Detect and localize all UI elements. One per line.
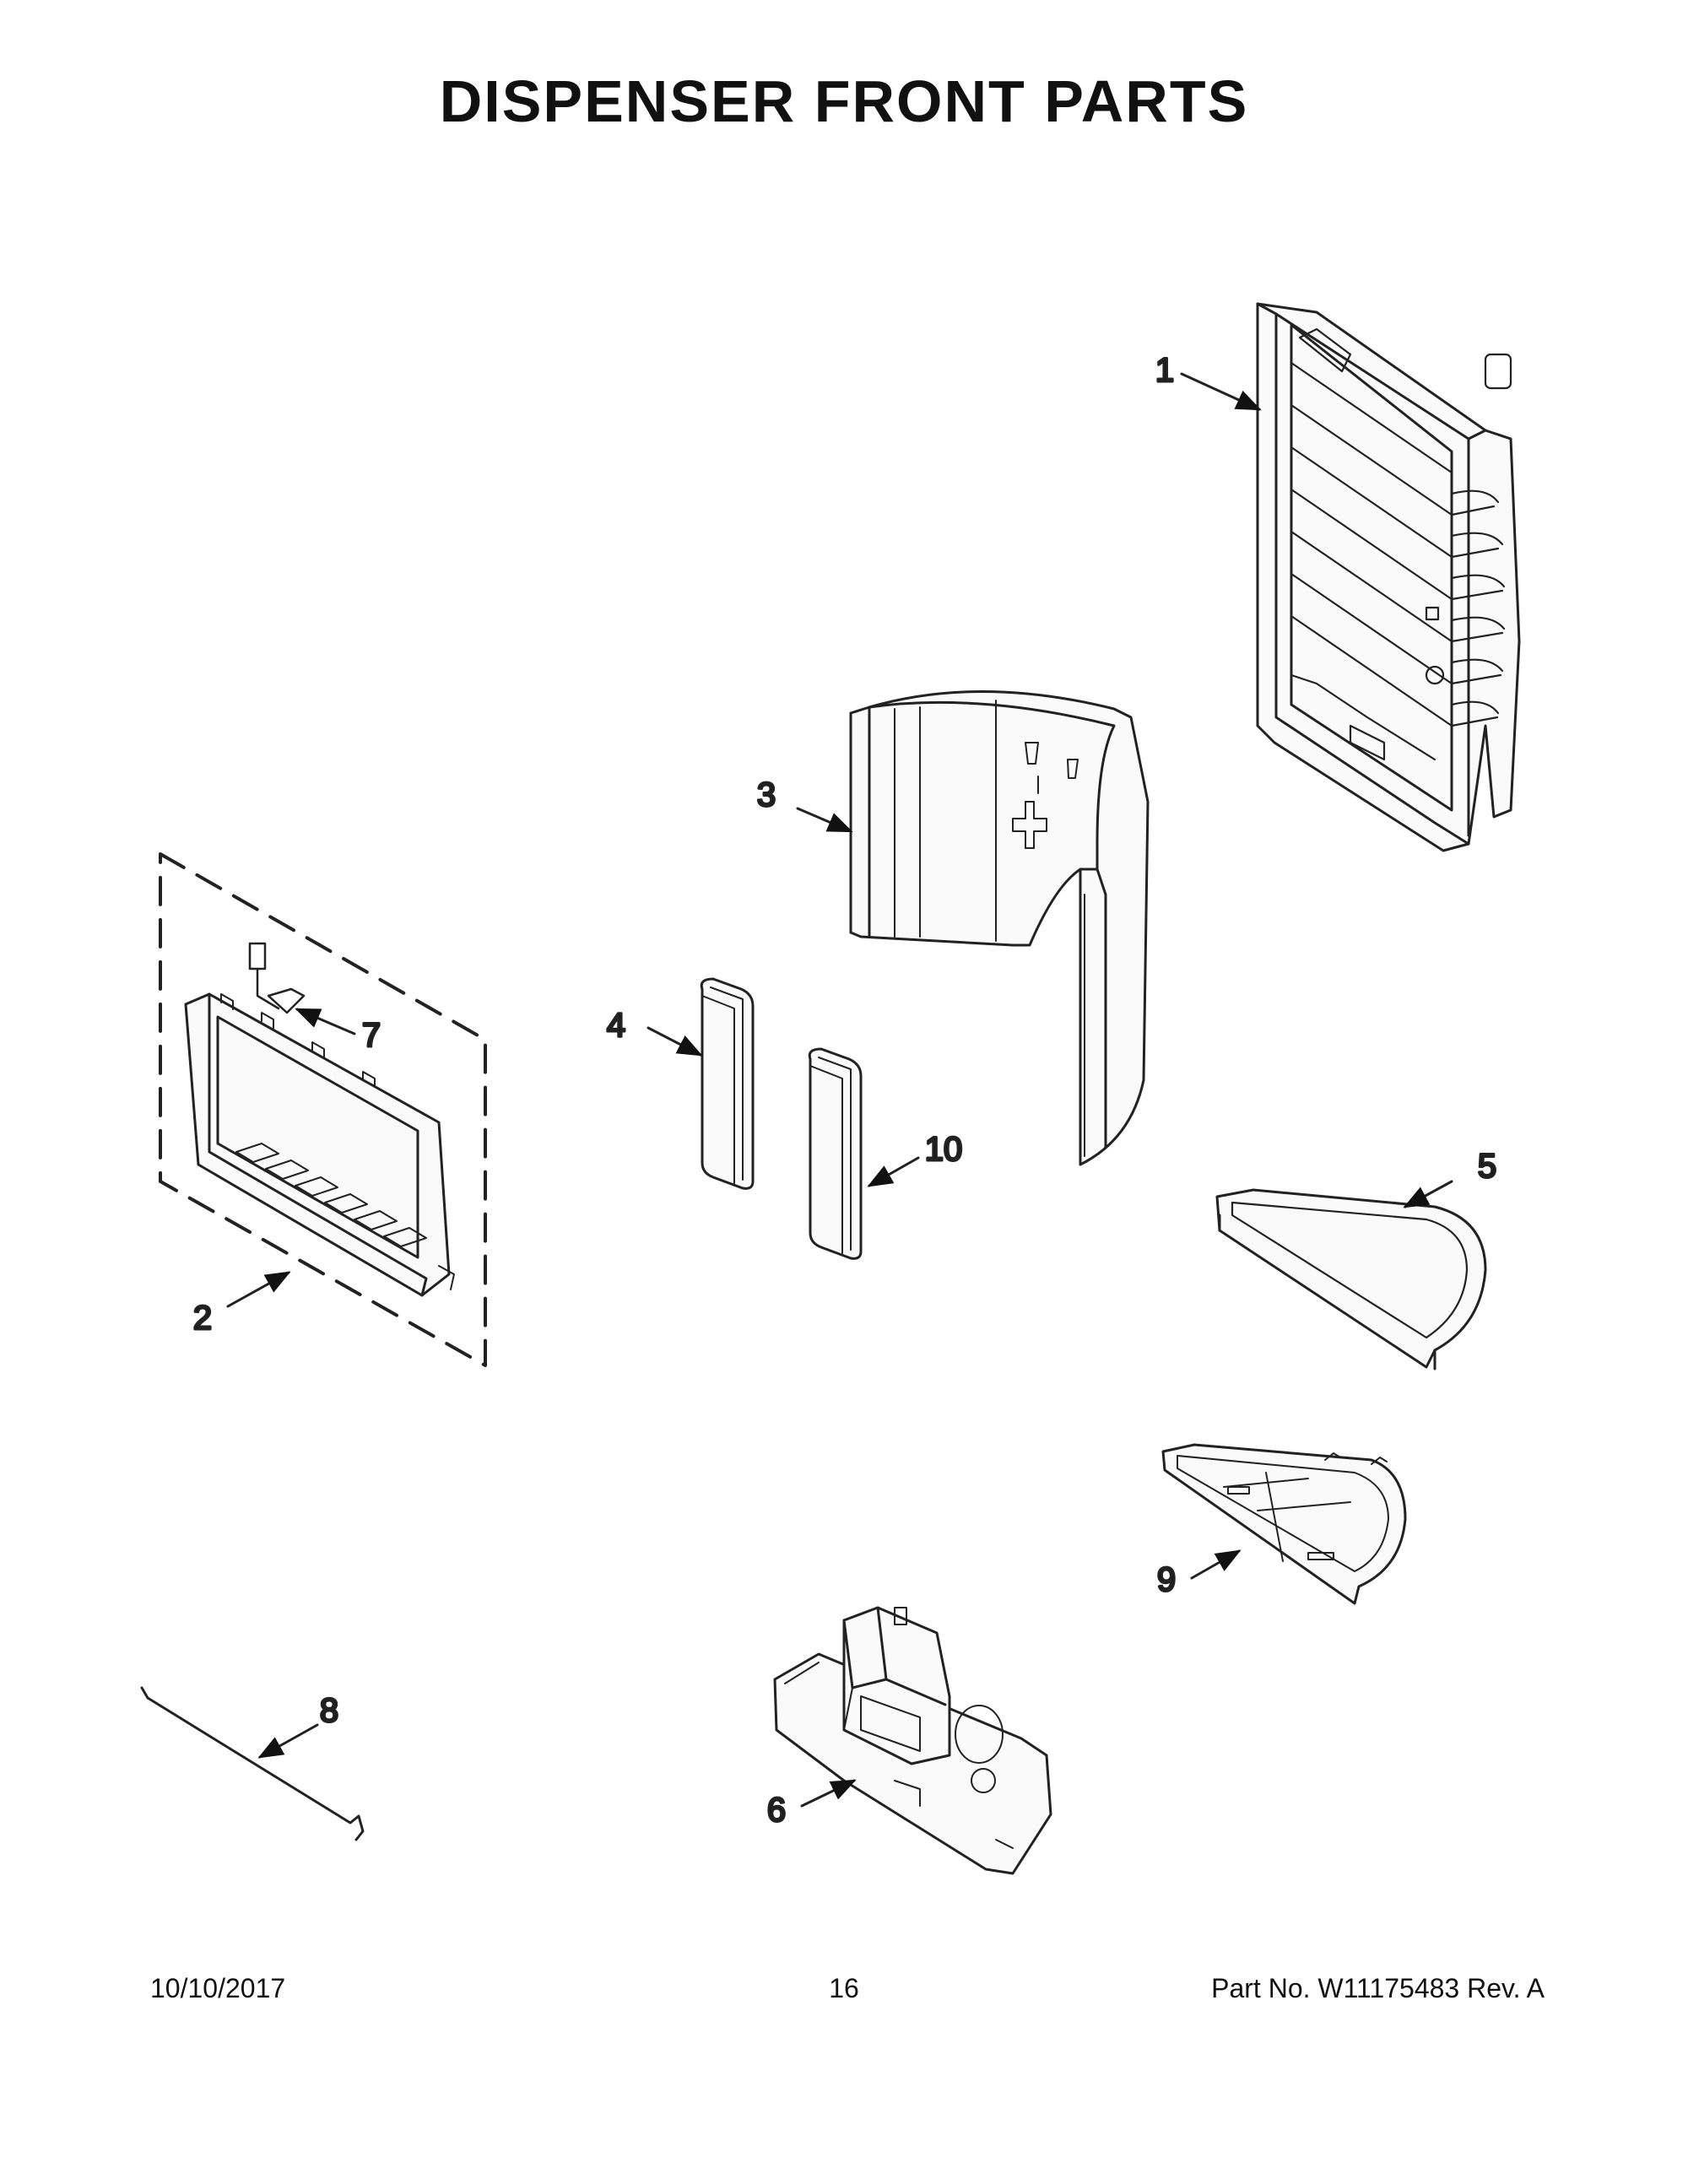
callout-1: 1 [1155, 352, 1174, 389]
leader-line-1 [1180, 372, 1262, 411]
callout-6: 6 [767, 1792, 786, 1829]
callout-10: 10 [925, 1131, 963, 1168]
callout-5: 5 [1478, 1148, 1496, 1185]
leader-line-2 [226, 1271, 291, 1308]
part-5-drip-tray [1215, 1188, 1487, 1370]
leader-line-9 [1190, 1549, 1242, 1580]
leader-line-3 [796, 807, 853, 833]
footer-page-number: 16 [829, 1973, 859, 2003]
leader-line-7 [295, 1008, 356, 1035]
leader-line-10 [867, 1156, 920, 1187]
part-2-control-panel [184, 992, 455, 1297]
part-9-grille [1161, 1443, 1407, 1605]
callout-8: 8 [320, 1692, 338, 1729]
part-10-pad [808, 1047, 863, 1260]
part-3-liner [849, 690, 1150, 1166]
leader-line-5 [1403, 1180, 1453, 1208]
page-title: DISPENSER FRONT PARTS [439, 68, 1249, 134]
callout-9: 9 [1157, 1561, 1176, 1598]
callout-3: 3 [757, 776, 776, 814]
part-2-7-assembly-box [159, 852, 487, 1367]
part-6-actuator-assembly [773, 1606, 1052, 1875]
callout-4: 4 [607, 1007, 625, 1044]
footer-part-number: Part No. W11175483 Rev. A [1211, 1973, 1545, 2003]
footer-date: 10/10/2017 [150, 1973, 286, 2003]
part-4-pad [700, 977, 755, 1190]
callout-7: 7 [362, 1017, 381, 1054]
leader-line-8 [257, 1723, 319, 1759]
leader-line-4 [647, 1026, 703, 1057]
part-8-wire-rod [140, 1686, 365, 1841]
part-7-switch [248, 942, 306, 1014]
part-1-housing [1256, 302, 1521, 852]
leader-line-6 [800, 1779, 857, 1808]
callout-2: 2 [193, 1300, 212, 1337]
